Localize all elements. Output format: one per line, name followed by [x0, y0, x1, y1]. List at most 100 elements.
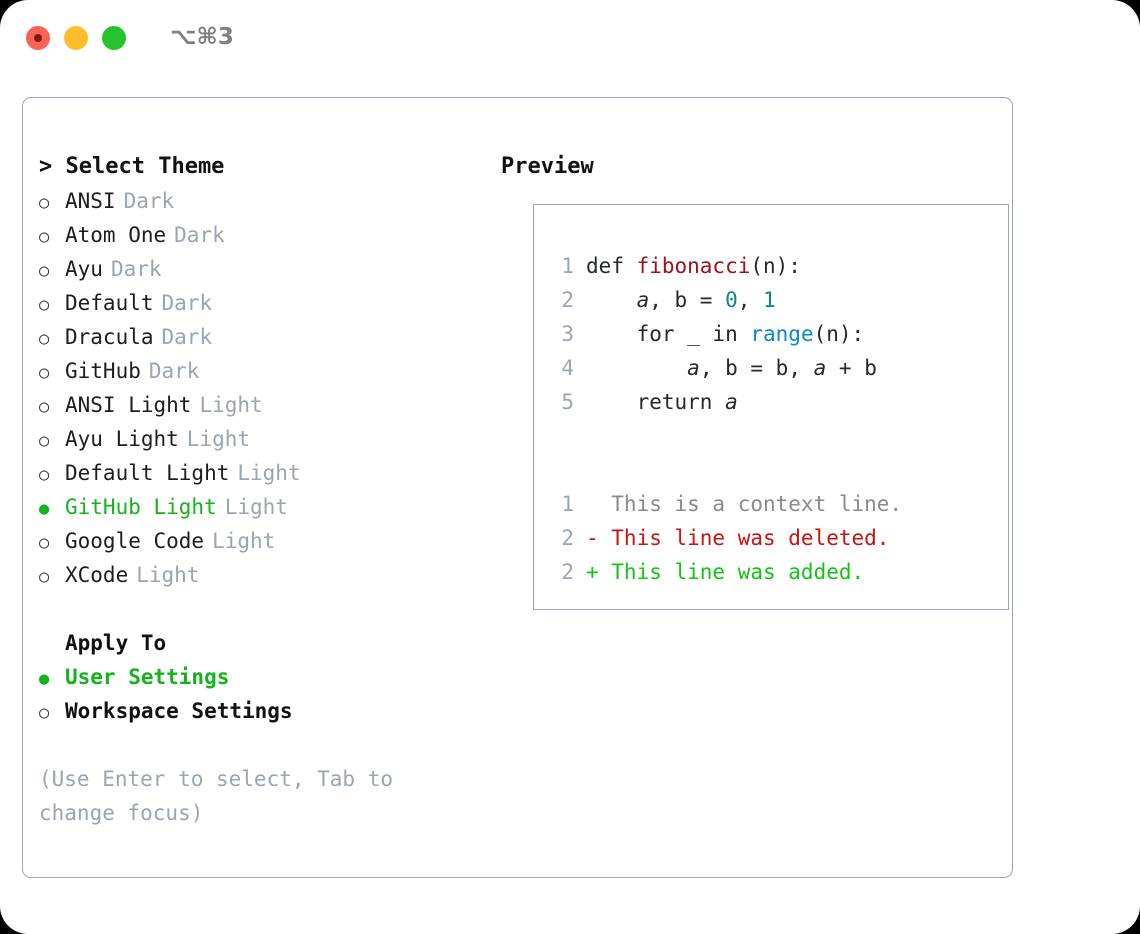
apply-to-section: Apply To●User Settings○Workspace Setting… — [39, 626, 479, 728]
diff-line-deleted: 2 - This line was deleted. — [552, 521, 902, 555]
maximize-window-button[interactable] — [102, 26, 126, 50]
radio-unselected-icon: ○ — [39, 295, 50, 315]
code-token-plain: , b = b, — [699, 356, 814, 380]
diff-text: This is a context line. — [586, 492, 903, 516]
title-bar: ⌥⌘3 — [0, 0, 1140, 78]
theme-item-label: ANSI Light — [65, 393, 192, 417]
theme-item-label: GitHub — [65, 359, 141, 383]
code-token-plain: return — [586, 390, 726, 414]
theme-variant-tag: Dark — [161, 291, 213, 315]
code-token-plain — [586, 356, 687, 380]
line-number: 5 — [561, 390, 574, 414]
line-number: 4 — [561, 356, 574, 380]
theme-variant-tag: Dark — [123, 189, 175, 213]
diff-line-context: 1 This is a context line. — [552, 487, 902, 521]
theme-item-label: Default Light — [65, 461, 230, 485]
code-token-var: a — [725, 390, 738, 414]
theme-item-3[interactable]: ○ Default Dark — [39, 286, 479, 320]
diff-text: - This line was deleted. — [586, 526, 890, 550]
theme-variant-tag: Light — [186, 427, 251, 451]
theme-variant-tag: Light — [212, 529, 276, 553]
code-token-func: fibonacci — [636, 254, 751, 278]
code-line: 2 a, b = 0, 1 — [552, 283, 902, 317]
radio-unselected-icon: ○ — [39, 431, 50, 451]
code-token-plain: , — [737, 288, 764, 312]
code-token-var: a — [813, 356, 827, 380]
theme-item-label: XCode — [65, 563, 129, 587]
theme-item-5[interactable]: ○ GitHub Dark — [39, 354, 479, 388]
radio-unselected-icon: ○ — [39, 329, 50, 349]
theme-item-8[interactable]: ○ Default Light Light — [39, 456, 479, 490]
code-token-num: 0 — [725, 288, 738, 312]
code-token-var: a — [636, 288, 650, 312]
code-token-plain: + b — [826, 356, 877, 380]
line-number: 2 — [561, 288, 574, 312]
theme-item-2[interactable]: ○ Ayu Dark — [39, 252, 479, 286]
keyboard-shortcut-label: ⌥⌘3 — [170, 24, 234, 50]
theme-item-label: Default — [65, 291, 154, 315]
radio-unselected-icon: ○ — [39, 465, 50, 485]
theme-variant-tag: Light — [136, 563, 200, 587]
theme-variant-tag: Dark — [174, 223, 225, 247]
theme-variant-tag: Dark — [148, 359, 200, 383]
theme-variant-tag: Dark — [161, 325, 213, 349]
theme-item-label: Ayu Light — [65, 427, 179, 451]
theme-variant-tag: Light — [237, 461, 301, 485]
line-number: 3 — [561, 322, 574, 346]
line-number: 1 — [561, 254, 574, 278]
radio-unselected-icon: ○ — [39, 397, 50, 417]
code-line: 5 return a — [552, 385, 902, 419]
radio-unselected-icon: ○ — [39, 703, 50, 723]
code-token-var: a — [687, 356, 700, 380]
diff-text: + This line was added. — [586, 560, 865, 584]
code-token-plain: (n): — [750, 254, 801, 278]
radio-unselected-icon: ○ — [39, 567, 50, 587]
apply-to-option-0[interactable]: ● User Settings — [39, 660, 479, 694]
code-token-plain — [586, 288, 637, 312]
radio-selected-icon: ● — [39, 669, 50, 689]
theme-variant-tag: Light — [224, 495, 288, 519]
apply-to-option-1[interactable]: ○ Workspace Settings — [39, 694, 479, 728]
code-token-plain: , b = — [649, 288, 726, 312]
line-number: 2 — [561, 526, 574, 550]
code-token-num: 1 — [763, 288, 776, 312]
theme-item-1[interactable]: ○ Atom One Dark — [39, 218, 479, 252]
code-line: 4 a, b = b, a + b — [552, 351, 902, 385]
code-token-plain: (n): — [813, 322, 865, 346]
close-window-button[interactable] — [26, 26, 50, 50]
diff-line-added: 2 + This line was added. — [552, 555, 902, 589]
minimize-window-button[interactable] — [64, 26, 88, 50]
code-blank-line — [552, 453, 902, 487]
theme-item-label: Ayu — [65, 257, 103, 281]
theme-item-11[interactable]: ○ XCode Light — [39, 558, 479, 592]
code-token-call: range — [750, 322, 814, 346]
theme-item-label: ANSI — [65, 189, 116, 213]
line-number: 2 — [561, 560, 574, 584]
apply-to-option-label: Workspace Settings — [65, 699, 293, 723]
preview-heading: Preview — [501, 154, 594, 179]
theme-item-label: Google Code — [65, 529, 205, 553]
theme-item-7[interactable]: ○ Ayu Light Light — [39, 422, 479, 456]
radio-unselected-icon: ○ — [39, 363, 50, 383]
code-line: 3 for _ in range(n): — [552, 317, 902, 351]
theme-item-label: Atom One — [65, 223, 167, 247]
keyboard-hint-text: (Use Enter to select, Tab to change focu… — [39, 767, 406, 825]
theme-variant-tag: Dark — [110, 257, 162, 281]
theme-variant-tag: Light — [199, 393, 263, 417]
select-theme-heading: > Select Theme — [39, 154, 225, 179]
apply-to-option-label: User Settings — [65, 665, 230, 689]
radio-unselected-icon: ○ — [39, 261, 50, 281]
code-blank-line — [552, 419, 902, 453]
theme-item-6[interactable]: ○ ANSI Light Light — [39, 388, 479, 422]
radio-unselected-icon: ○ — [39, 227, 50, 247]
